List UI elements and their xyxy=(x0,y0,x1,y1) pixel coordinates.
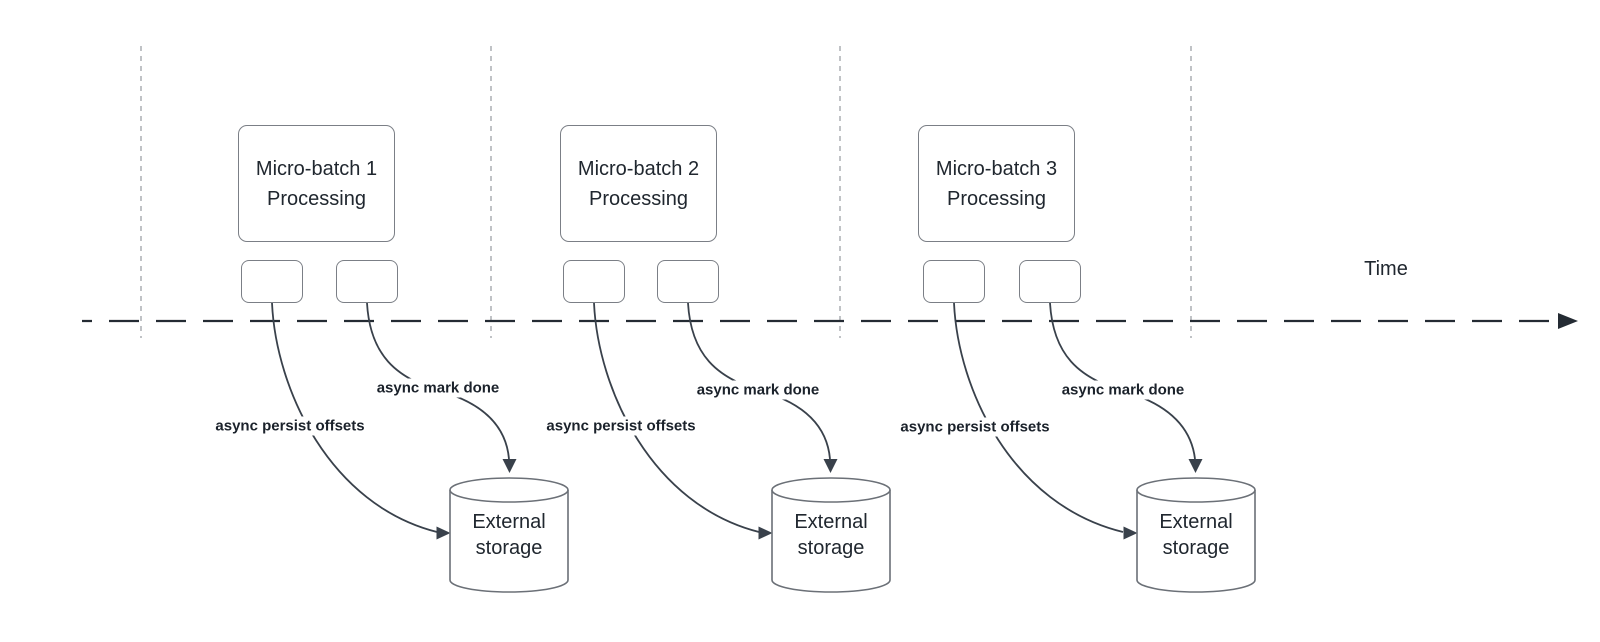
time-axis-arrowhead-icon xyxy=(1558,313,1578,329)
persist-offsets-label-2: async persist offsets xyxy=(543,416,699,436)
mark-done-arrowhead-icon-3 xyxy=(1188,459,1203,473)
mark-done-arrowhead-icon-1 xyxy=(502,459,517,473)
time-axis-label: Time xyxy=(1364,258,1408,280)
micro-batch-1-processing-box: Micro-batch 1 Processing xyxy=(238,125,395,242)
external-storage-label-3: External storage xyxy=(1159,511,1233,559)
cylinder-body-1 xyxy=(449,490,569,593)
persist-offsets-edge-3 xyxy=(953,302,1124,533)
external-storage-cylinder-2 xyxy=(771,477,891,593)
persist-offsets-arrowhead-icon-1 xyxy=(436,526,451,540)
micro-batch-3-processing-box: Micro-batch 3 Processing xyxy=(918,125,1075,242)
offset-stub-box-1 xyxy=(241,260,303,303)
cylinder-top-3 xyxy=(1136,477,1256,503)
done-stub-box-2 xyxy=(657,260,719,303)
mark-done-arrowhead-icon-2 xyxy=(823,459,838,473)
persist-offsets-label-1: async persist offsets xyxy=(212,416,368,436)
external-storage-cylinder-1 xyxy=(449,477,569,593)
cylinder-body-3 xyxy=(1136,490,1256,593)
external-storage-label-2: External storage xyxy=(794,511,868,559)
cylinder-top-2 xyxy=(771,477,891,503)
cylinder-body-2 xyxy=(771,490,891,593)
micro-batch-2-processing-box: Micro-batch 2 Processing xyxy=(560,125,717,242)
done-stub-box-1 xyxy=(336,260,398,303)
offset-stub-box-3 xyxy=(923,260,985,303)
done-stub-box-3 xyxy=(1019,260,1081,303)
persist-offsets-edge-2 xyxy=(593,302,760,533)
cylinder-top-1 xyxy=(449,477,569,503)
external-storage-cylinder-3 xyxy=(1136,477,1256,593)
mark-done-label-2: async mark done xyxy=(693,380,823,400)
mark-done-label-1: async mark done xyxy=(373,378,503,398)
persist-offsets-arrowhead-icon-3 xyxy=(1123,526,1138,540)
persist-offsets-arrowhead-icon-2 xyxy=(758,526,773,540)
persist-offsets-label-3: async persist offsets xyxy=(897,417,1053,437)
external-storage-label-1: External storage xyxy=(472,511,546,559)
persist-offsets-edge-1 xyxy=(271,302,438,533)
mark-done-label-3: async mark done xyxy=(1058,380,1188,400)
offset-stub-box-2 xyxy=(563,260,625,303)
